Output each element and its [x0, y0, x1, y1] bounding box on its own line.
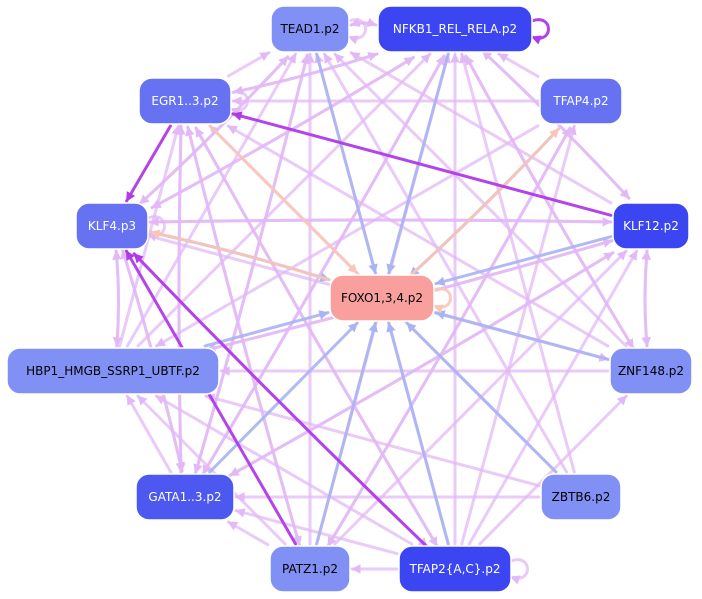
edge-tfap2-to-tfap2: [509, 558, 529, 585]
edge-nfkb1-to-gata1: [201, 54, 446, 476]
node-box: [377, 5, 533, 53]
node-tead1[interactable]: TEAD1.p2: [270, 5, 350, 53]
edge-gata1-to-foxo: [208, 321, 359, 474]
edge-tfap4-to-nfkb1: [497, 52, 540, 78]
node-label: ZNF148.p2: [618, 364, 684, 378]
edge-nfkb1-to-znf148: [464, 54, 635, 350]
node-label: KLF4.p3: [88, 219, 136, 233]
node-box: [138, 77, 232, 125]
edge-klf12-to-klf4: [148, 217, 613, 227]
node-hbp1[interactable]: HBP1_HMGB_SSRP1_UBTF.p2: [6, 347, 220, 395]
node-box: [398, 545, 512, 593]
node-label: NFKB1_REL_RELA.p2: [393, 22, 517, 36]
edge-nfkb1-to-nfkb1: [530, 18, 550, 45]
node-label: ZBTB6.p2: [552, 490, 611, 504]
node-zbtb6[interactable]: ZBTB6.p2: [540, 473, 622, 521]
node-tfap2[interactable]: TFAP2{A,C}.p2: [398, 545, 512, 593]
edge-tead1-to-foxo: [315, 52, 378, 275]
edge-foxo-to-klf4: [149, 229, 331, 282]
edge-patz1-to-gata1: [226, 520, 270, 547]
edge-layer: [112, 17, 652, 585]
node-box: [609, 347, 693, 395]
node-tfap4[interactable]: TFAP4.p2: [539, 77, 623, 125]
edge-hbp1-to-klf4: [112, 249, 122, 348]
node-box: [270, 5, 350, 53]
node-znf148[interactable]: ZNF148.p2: [609, 347, 693, 395]
node-nfkb1[interactable]: NFKB1_REL_RELA.p2: [377, 5, 533, 53]
node-box: [329, 274, 435, 322]
node-label: HBP1_HMGB_SSRP1_UBTF.p2: [26, 364, 200, 378]
edge-znf148-to-tead1: [333, 52, 628, 348]
node-label: TFAP4.p2: [552, 94, 608, 108]
node-egr1[interactable]: EGR1..3.p2: [138, 77, 232, 125]
edge-znf148-to-foxo: [434, 310, 610, 361]
node-foxo[interactable]: FOXO1,3,4.p2: [329, 274, 435, 322]
edge-klf12-to-gata1: [228, 251, 615, 477]
node-klf4[interactable]: KLF4.p3: [75, 202, 149, 250]
node-box: [612, 202, 690, 250]
edge-nfkb1-to-klf4: [150, 55, 415, 210]
node-box: [539, 77, 623, 125]
edge-znf148-to-egr1: [226, 124, 610, 348]
edge-foxo-to-tfap4: [408, 127, 561, 278]
edge-patz1-to-foxo: [315, 321, 378, 546]
edge-egr1-to-klf4: [125, 124, 172, 203]
edge-tfap4-to-hbp1: [154, 124, 540, 348]
node-label: PATZ1.p2: [282, 562, 338, 576]
edge-tfap2-to-klf12: [467, 249, 639, 546]
edge-nfkb1-to-egr1: [232, 52, 379, 95]
edge-nfkb1-to-tead1: [349, 17, 378, 27]
edge-hbp1-to-egr1: [118, 124, 181, 348]
node-label: TEAD1.p2: [279, 22, 339, 36]
edge-zbtb6-to-hbp1: [204, 393, 541, 488]
edge-egr1-to-foxo: [208, 124, 359, 275]
node-box: [6, 347, 220, 395]
edge-klf12-to-znf148: [641, 249, 652, 348]
node-box: [135, 473, 235, 521]
node-box: [269, 545, 351, 593]
node-gata1[interactable]: GATA1..3.p2: [135, 473, 235, 521]
edge-gata1-to-hbp1: [125, 394, 173, 474]
edge-klf12-to-egr1: [231, 111, 613, 217]
edge-hbp1-to-tead1: [125, 52, 298, 348]
node-box: [75, 202, 149, 250]
edge-tfap2-to-gata1: [234, 508, 399, 556]
node-label: GATA1..3.p2: [148, 490, 221, 504]
edge-patz1-to-klf4: [124, 249, 298, 546]
edge-tfap4-to-patz1: [326, 126, 572, 548]
node-label: EGR1..3.p2: [151, 94, 218, 108]
edge-foxo-to-foxo: [432, 287, 452, 314]
edge-tfap2-to-klf4: [132, 252, 429, 549]
node-patz1[interactable]: PATZ1.p2: [269, 545, 351, 593]
node-label: TFAP2{A,C}.p2: [409, 562, 501, 576]
node-label: FOXO1,3,4.p2: [341, 291, 423, 305]
edge-egr1-to-tfap2: [194, 126, 439, 548]
node-label: KLF12.p2: [623, 219, 679, 233]
node-klf12[interactable]: KLF12.p2: [612, 202, 690, 250]
edge-klf12-to-foxo: [434, 235, 613, 286]
edge-zbtb6-to-tead1: [322, 52, 569, 474]
edge-tfap2-to-foxo: [386, 321, 450, 546]
edge-zbtb6-to-foxo: [405, 321, 558, 474]
edge-egr1-to-tead1: [226, 51, 271, 78]
edge-tfap2-to-hbp1: [154, 394, 414, 546]
node-box: [540, 473, 622, 521]
